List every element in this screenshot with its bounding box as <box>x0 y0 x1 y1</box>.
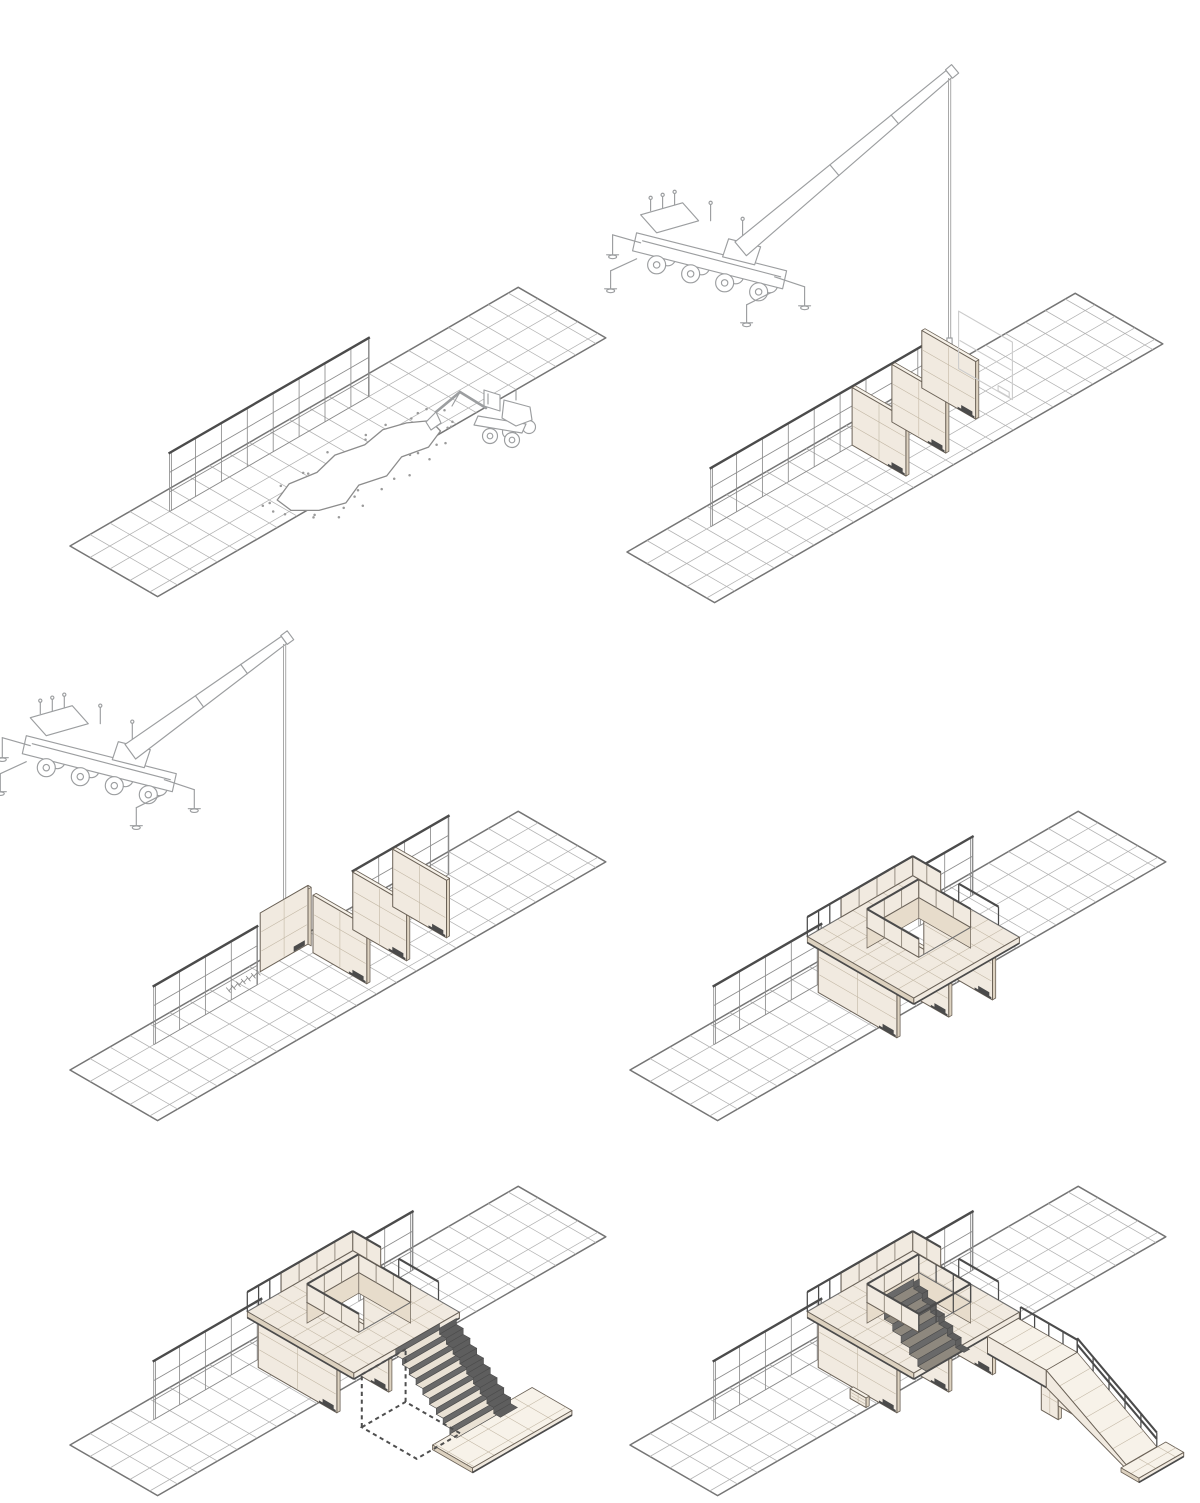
step-1 <box>70 287 606 596</box>
guard-rail <box>959 1259 999 1300</box>
threshold-step <box>850 1387 869 1408</box>
mobile-crane-icon <box>0 631 294 830</box>
soil-dots <box>261 407 454 519</box>
excavation-pit <box>277 421 440 511</box>
cut-wall <box>170 338 369 512</box>
external-stair <box>396 1324 501 1438</box>
ground-grid-strip <box>70 287 606 596</box>
ramp-railing <box>1077 1338 1157 1447</box>
precast-panel <box>393 847 450 937</box>
ghost-panel-outline <box>959 311 1013 400</box>
crane-cable <box>947 78 952 346</box>
hoisted-wall-panel <box>260 885 311 971</box>
wheeled-excavator-icon <box>426 390 536 448</box>
guard-rail <box>399 1259 439 1300</box>
step-6 <box>630 1186 1184 1495</box>
stair-stringer <box>440 1319 518 1418</box>
internal-stair <box>876 1279 970 1371</box>
opening-parapet <box>867 1284 919 1332</box>
hoisted-panel <box>922 329 979 419</box>
joint-hatch <box>226 970 260 993</box>
mobile-crane-icon <box>605 65 959 327</box>
cut-wall <box>154 926 258 1044</box>
parapet-wall <box>353 1231 381 1267</box>
step-4 <box>630 811 1166 1120</box>
access-ramp <box>1046 1338 1157 1469</box>
step-5 <box>70 1186 606 1495</box>
cut-wall <box>714 1299 822 1420</box>
parapet-wall <box>913 856 941 892</box>
guard-rail <box>959 884 999 925</box>
landing-slab <box>433 1388 572 1473</box>
ramp-landing <box>1121 1442 1184 1482</box>
opening-parapet <box>307 1284 359 1332</box>
step-2 <box>605 65 1163 603</box>
step-3 <box>0 631 606 1121</box>
opening-guard-rail <box>919 1284 971 1332</box>
opening-parapet <box>867 909 919 957</box>
hidden-outline-dashes <box>362 1349 461 1459</box>
crane-cable-arrow <box>280 644 289 899</box>
parapet-wall <box>913 1231 941 1267</box>
